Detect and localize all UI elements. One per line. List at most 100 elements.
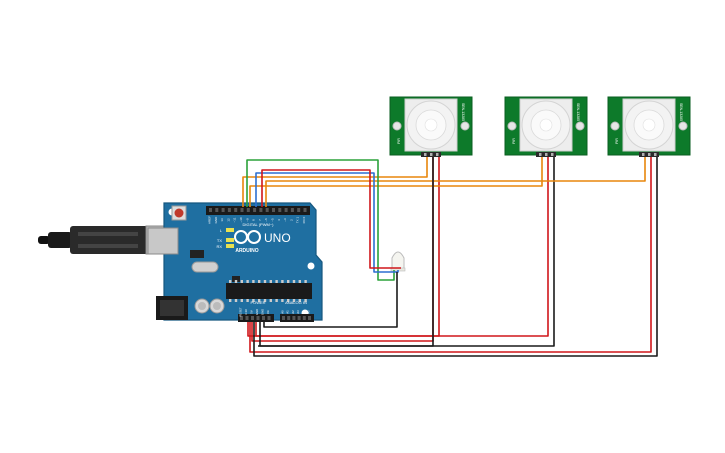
logo-text: ARDUINO — [235, 248, 258, 254]
pir-left-label: PIR — [615, 138, 619, 144]
digital-pin[interactable] — [246, 208, 250, 212]
power-pin-label: GND — [261, 309, 265, 315]
uno-label: UNO — [264, 231, 291, 245]
wire[interactable] — [242, 157, 428, 207]
mount-hole — [307, 262, 315, 270]
analog-label: ANALOG IN — [285, 300, 307, 305]
pir-right-label: SEN-13285 — [576, 103, 580, 121]
analog-pin-label: A0 — [281, 310, 285, 314]
digital-pin[interactable] — [278, 208, 282, 212]
analog-pin[interactable] — [302, 316, 306, 320]
power-pin-label: 5V — [250, 310, 254, 314]
digital-pin-label: ~11 — [233, 217, 237, 222]
chip-small — [190, 250, 204, 258]
pir-sensor[interactable]: PIR SEN-13285 — [504, 96, 588, 157]
digital-pin[interactable] — [290, 208, 294, 212]
analog-pin-label: A5 — [307, 310, 311, 314]
wire[interactable] — [263, 272, 398, 328]
crystal — [191, 261, 219, 273]
pir-right-label: SEN-13285 — [461, 103, 465, 121]
wire[interactable] — [249, 157, 652, 353]
digital-pin-label: ~9 — [245, 218, 249, 222]
digital-pin-label: AREF — [208, 216, 212, 224]
digital-pin[interactable] — [297, 208, 301, 212]
digital-pin-label: ~3 — [283, 218, 287, 222]
analog-pin-label: A1 — [286, 310, 290, 314]
pir-sensor[interactable]: PIR SEN-13285 — [389, 96, 473, 157]
led-tx — [226, 238, 234, 242]
wire[interactable] — [246, 159, 395, 281]
power-pin[interactable] — [251, 316, 254, 320]
pir-left-label: PIR — [397, 138, 401, 144]
power-pin-label: 3.3V — [244, 309, 248, 315]
digital-pin-label: ~5 — [271, 218, 275, 222]
power-pin[interactable] — [262, 316, 265, 320]
power-label: POWER — [250, 300, 265, 305]
digital-pin[interactable] — [221, 208, 225, 212]
digital-pin[interactable] — [209, 208, 212, 212]
power-pin-label: GND — [255, 309, 259, 315]
digital-pin-label: RX 0 — [302, 216, 306, 223]
led-label-rx: RX — [216, 244, 222, 249]
wire[interactable] — [261, 169, 401, 269]
atmega-chip — [226, 280, 312, 302]
wire[interactable] — [255, 172, 399, 273]
led-rx — [226, 244, 234, 248]
digital-pin-label: TX 1 — [296, 217, 300, 224]
wire[interactable] — [265, 157, 646, 207]
analog-pin[interactable] — [308, 316, 311, 320]
led-l — [226, 228, 234, 232]
analog-pin-label: A2 — [291, 310, 295, 314]
wire[interactable] — [258, 157, 434, 347]
power-jack — [156, 296, 188, 320]
digital-pin-label: ~10 — [239, 217, 243, 222]
analog-pin[interactable] — [292, 316, 296, 320]
analog-pin[interactable] — [287, 316, 291, 320]
pir-left-label: PIR — [512, 138, 516, 144]
digital-pin[interactable] — [303, 208, 307, 212]
wire[interactable] — [249, 157, 543, 207]
power-pin[interactable] — [256, 316, 260, 320]
power-pin-label: Vin — [266, 310, 270, 314]
wires — [242, 157, 658, 357]
digital-pin[interactable] — [240, 208, 244, 212]
digital-pin-label: 8 — [252, 219, 256, 221]
digital-pin[interactable] — [253, 208, 257, 212]
digital-pin-label: 13 — [220, 218, 224, 222]
digital-pin[interactable] — [227, 208, 231, 212]
digital-pin[interactable] — [265, 208, 269, 212]
digital-pin[interactable] — [272, 208, 275, 212]
led-label-l: L — [220, 228, 223, 233]
digital-pin-label: 2 — [289, 219, 293, 221]
chip-small — [232, 276, 240, 282]
usb-port — [147, 227, 179, 255]
digital-pin-label: ~6 — [264, 218, 268, 222]
analog-pin[interactable] — [282, 316, 285, 320]
analog-pin-label: A4 — [301, 310, 305, 314]
power-pin[interactable] — [245, 316, 249, 320]
arduino-logo: ARDUINO — [234, 230, 261, 254]
digital-pin[interactable] — [259, 208, 263, 212]
digital-pin-label: GND — [214, 216, 218, 224]
power-pin-label: RESET — [239, 307, 243, 317]
analog-pin-label: A3 — [296, 310, 300, 314]
digital-pin-label: 12 — [226, 218, 230, 222]
power-pin[interactable] — [267, 316, 271, 320]
reset-button[interactable] — [171, 205, 187, 221]
wire[interactable] — [253, 157, 658, 357]
wire[interactable] — [255, 157, 549, 337]
digital-pin[interactable] — [234, 208, 238, 212]
led-label-tx: TX — [217, 238, 222, 243]
digital-pin-label: 7 — [258, 219, 262, 221]
analog-pin[interactable] — [297, 316, 301, 320]
power-pin[interactable] — [240, 316, 243, 320]
digital-header-label: DIGITAL (PWM~) — [243, 222, 275, 227]
digital-pin[interactable] — [284, 208, 288, 212]
digital-pin[interactable] — [215, 208, 219, 212]
digital-pin-label: 4 — [277, 219, 281, 221]
